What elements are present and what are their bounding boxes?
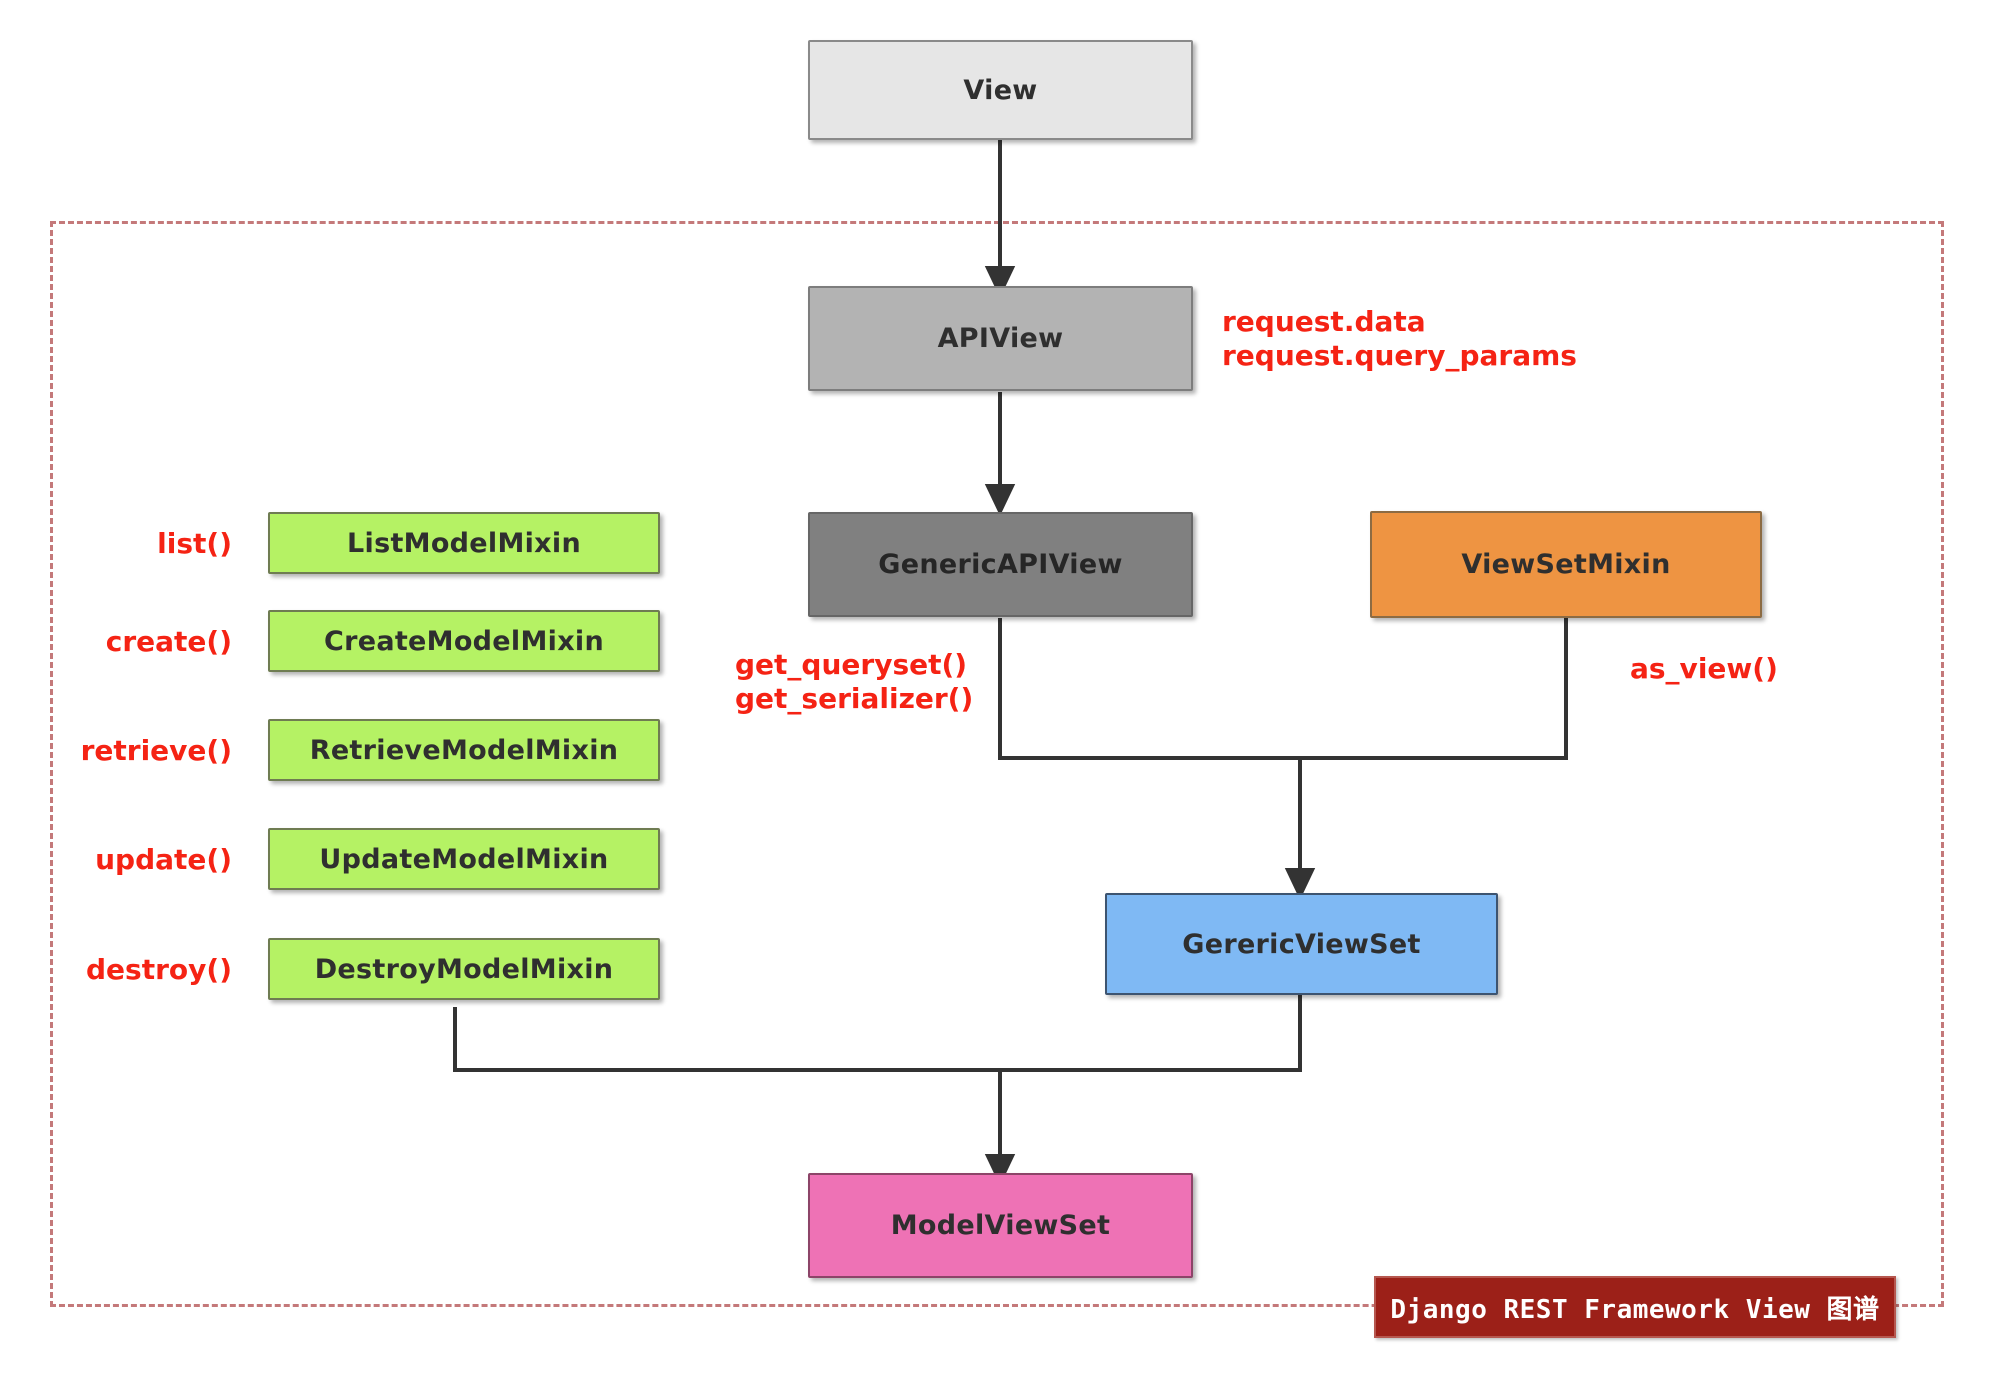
node-generic-viewset[interactable]: GerericViewSet (1105, 893, 1498, 995)
node-model-viewset-label: ModelViewSet (890, 1210, 1111, 1241)
node-destroy-model-mixin-label: DestroyModelMixin (314, 953, 614, 985)
node-destroy-model-mixin[interactable]: DestroyModelMixin (268, 938, 660, 1000)
drf-scope-region (50, 221, 1944, 1307)
node-update-model-mixin-label: UpdateModelMixin (319, 843, 609, 875)
node-view[interactable]: View (808, 40, 1193, 140)
node-create-model-mixin-label: CreateModelMixin (323, 625, 604, 657)
node-create-model-mixin[interactable]: CreateModelMixin (268, 610, 660, 672)
annotation-generic-methods: get_queryset() get_serializer() (735, 648, 974, 716)
annotation-update-method: update() (95, 843, 232, 876)
node-generic-viewset-label: GerericViewSet (1182, 928, 1421, 960)
annotation-retrieve-method: retrieve() (80, 734, 232, 767)
node-apiview-label: APIView (937, 323, 1064, 354)
node-viewset-mixin-label: ViewSetMixin (1461, 549, 1671, 580)
annotation-list-method: list() (157, 527, 232, 560)
node-generic-apiview-label: GenericAPIView (878, 549, 1123, 580)
annotation-destroy-method: destroy() (86, 953, 232, 986)
annotation-as-view-method: as_view() (1630, 652, 1778, 685)
diagram-caption-label: Django REST Framework View 图谱 (1390, 1294, 1880, 1325)
node-retrieve-model-mixin[interactable]: RetrieveModelMixin (268, 719, 660, 781)
node-generic-apiview[interactable]: GenericAPIView (808, 512, 1193, 617)
annotation-create-method: create() (105, 625, 232, 658)
node-list-model-mixin-label: ListModelMixin (347, 527, 581, 559)
node-list-model-mixin[interactable]: ListModelMixin (268, 512, 660, 574)
node-view-label: View (963, 74, 1038, 106)
node-retrieve-model-mixin-label: RetrieveModelMixin (309, 734, 619, 766)
diagram-caption: Django REST Framework View 图谱 (1374, 1276, 1896, 1338)
node-viewset-mixin[interactable]: ViewSetMixin (1370, 511, 1762, 618)
node-model-viewset[interactable]: ModelViewSet (808, 1173, 1193, 1278)
node-apiview[interactable]: APIView (808, 286, 1193, 391)
node-update-model-mixin[interactable]: UpdateModelMixin (268, 828, 660, 890)
annotation-request-attributes: request.data request.query_params (1222, 305, 1577, 373)
